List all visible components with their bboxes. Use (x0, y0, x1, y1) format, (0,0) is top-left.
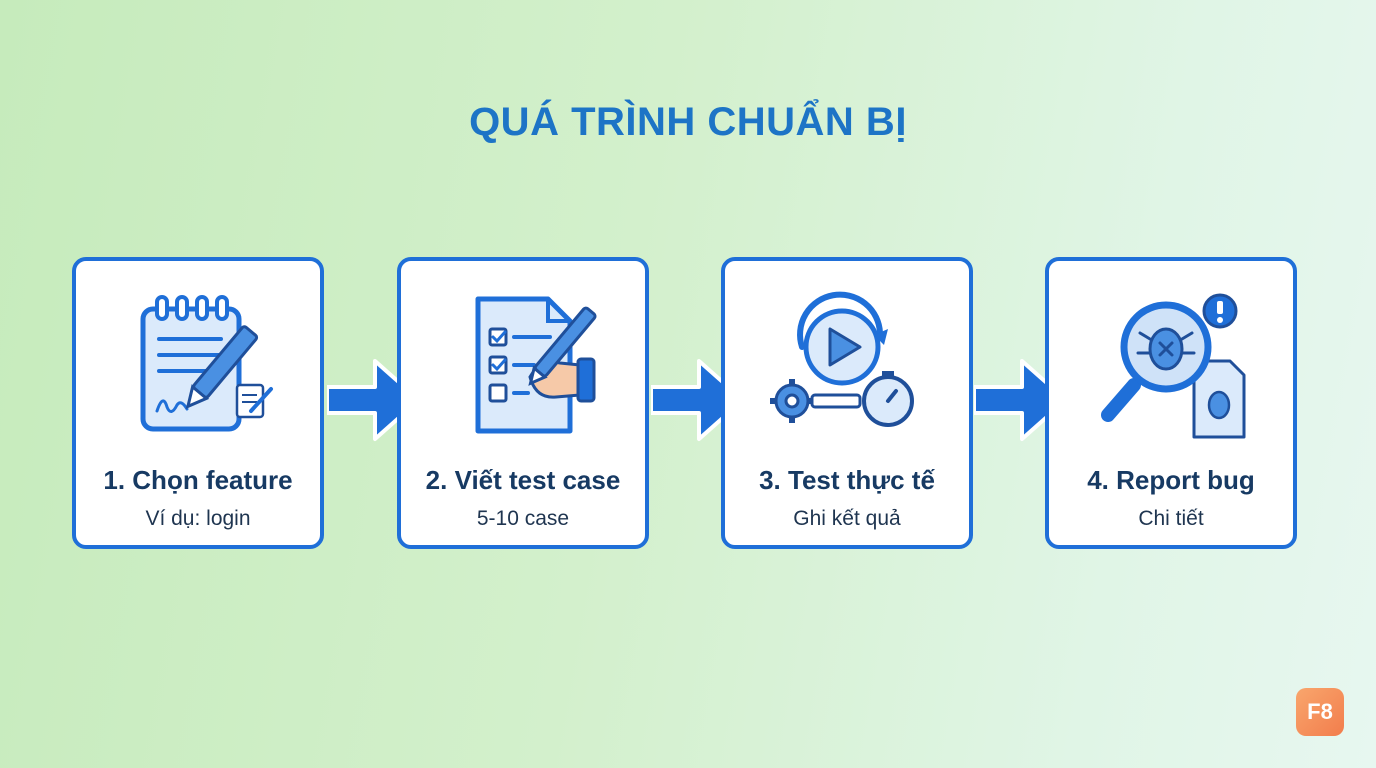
step-subtitle: Ví dụ: login (145, 507, 251, 530)
page-title: QUÁ TRÌNH CHUẨN BỊ (469, 100, 907, 144)
step-title: 3. Test thực tế (759, 465, 935, 495)
play-stopwatch-gear-icon (725, 289, 969, 439)
brand-logo: F8 (1296, 688, 1344, 736)
step-subtitle: 5-10 case (476, 507, 570, 530)
step-title: 2. Viết test case (425, 465, 621, 495)
step-card-2: 2. Viết test case 5-10 case (397, 257, 649, 549)
step-title: 4. Report bug (1087, 465, 1255, 495)
checklist-hand-pen-icon (401, 289, 645, 439)
step-card-4: 4. Report bug Chi tiết (1045, 257, 1297, 549)
step-card-1: 1. Chọn feature Ví dụ: login (72, 257, 324, 549)
notepad-pen-icon (76, 289, 320, 439)
step-subtitle: Ghi kết quả (793, 507, 901, 530)
step-subtitle: Chi tiết (1138, 507, 1204, 530)
step-title: 1. Chọn feature (103, 465, 293, 495)
step-card-3: 3. Test thực tế Ghi kết quả (721, 257, 973, 549)
arrow-right-icon (974, 359, 1068, 441)
magnifier-bug-report-icon (1049, 289, 1293, 439)
